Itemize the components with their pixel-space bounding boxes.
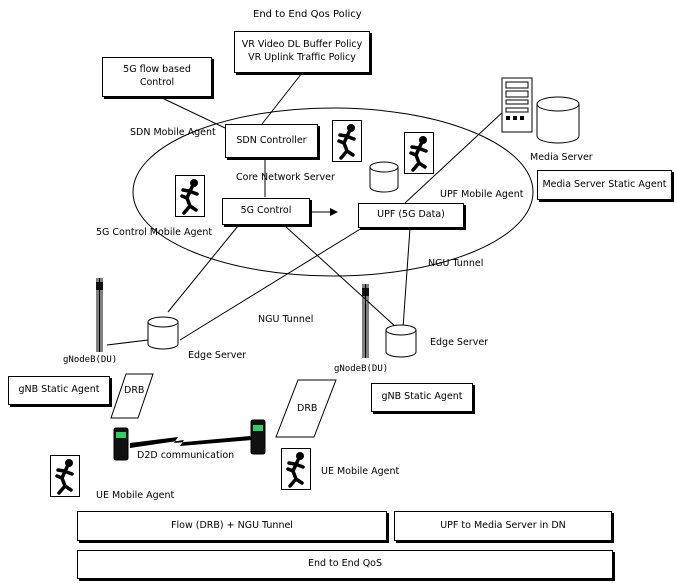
- 5g-control-box: 5G Control: [222, 198, 310, 225]
- 5gcontrol-to-edge-left: [167, 225, 239, 313]
- ue-left-agent-runner-icon: [50, 455, 80, 497]
- edge-left-to-gnb: [106, 339, 149, 346]
- sdn-agent-runner-icon: [332, 120, 362, 162]
- flow-control-line-1: 5G flow based: [123, 64, 191, 76]
- sdn-mobile-agent-label: SDN Mobile Agent: [130, 127, 216, 138]
- end-to-end-qos-box: End to End QoS: [77, 550, 613, 579]
- media-server-label: Media Server: [530, 152, 593, 163]
- d2d-communication-label: D2D communication: [137, 450, 235, 461]
- gnodeb-left-antenna-icon: [96, 278, 103, 352]
- 5g-control-agent-runner-icon: [175, 175, 205, 217]
- edge-right-db-icon: [385, 324, 417, 358]
- ngu-tunnel-right-label: NGU Tunnel: [428, 258, 484, 269]
- upf-media-dn-box: UPF to Media Server in DN: [394, 511, 612, 541]
- edge-left-db-icon: [147, 316, 179, 350]
- gnb-static-agent-right-box: gNB Static Agent: [371, 383, 473, 412]
- drb-right-label: DRB: [297, 403, 318, 414]
- 5gcontrol-to-edge-right: [284, 225, 398, 329]
- edge-server-right-label: Edge Server: [430, 337, 489, 348]
- gnodeb-right-antenna-icon: [362, 284, 369, 358]
- flow-drb-ngu-box: Flow (DRB) + NGU Tunnel: [77, 511, 387, 541]
- upf-to-media-line: [404, 109, 506, 204]
- core-network-server-label: Core Network Server: [236, 172, 335, 183]
- flow-control-box: 5G flow based Control: [102, 57, 212, 97]
- 5g-control-mobile-agent-label: 5G Control Mobile Agent: [96, 227, 213, 238]
- diagram-title: End to End Qos Policy: [253, 9, 362, 20]
- drb-left-shape: [110, 373, 154, 419]
- ngu-tunnel-center-label: NGU Tunnel: [258, 314, 314, 325]
- policy-line-2: VR Uplink Traffic Policy: [248, 52, 356, 63]
- flow-control-line-2: Control: [139, 77, 175, 88]
- d2d-lightning-icon: [130, 436, 252, 448]
- qos-policy-box: VR Video DL Buffer Policy VR Uplink Traf…: [234, 31, 370, 73]
- arrow-head: [330, 208, 338, 216]
- core-db-icon: [369, 161, 399, 193]
- media-server-tower-icon: [501, 77, 533, 133]
- gnb-static-agent-left-box: gNB Static Agent: [8, 376, 110, 405]
- ue-phone-left-icon: [113, 427, 129, 461]
- ngu-tunnel-right-line: [402, 227, 411, 329]
- sdn-controller-box: SDN Controller: [225, 124, 318, 158]
- policy-line-1: VR Video DL Buffer Policy: [241, 39, 363, 51]
- gnodeb-right-label: gNodeB(DU): [334, 364, 389, 374]
- ue-phone-right-icon: [250, 419, 266, 455]
- policy-to-sdn-line: [261, 72, 303, 125]
- core-network-ellipse: [132, 107, 534, 277]
- drb-right-shape: [275, 379, 337, 438]
- upf-mobile-agent-label: UPF Mobile Agent: [440, 189, 524, 200]
- media-server-static-agent-box: Media Server Static Agent: [537, 170, 672, 200]
- ue-right-agent-runner-icon: [281, 448, 311, 490]
- upf-box: UPF (5G Data): [358, 203, 464, 228]
- ue-mobile-agent-right-label: UE Mobile Agent: [321, 466, 400, 477]
- ue-mobile-agent-left-label: UE Mobile Agent: [96, 490, 175, 501]
- gnodeb-left-label: gNodeB(DU): [63, 355, 118, 365]
- drb-left-label: DRB: [124, 385, 145, 396]
- edge-server-left-label: Edge Server: [188, 350, 247, 361]
- upf-agent-runner-icon: [404, 132, 434, 174]
- flowctrl-to-sdn-line: [159, 96, 226, 129]
- ngu-tunnel-left-line: [179, 227, 363, 341]
- media-db-icon: [536, 96, 580, 144]
